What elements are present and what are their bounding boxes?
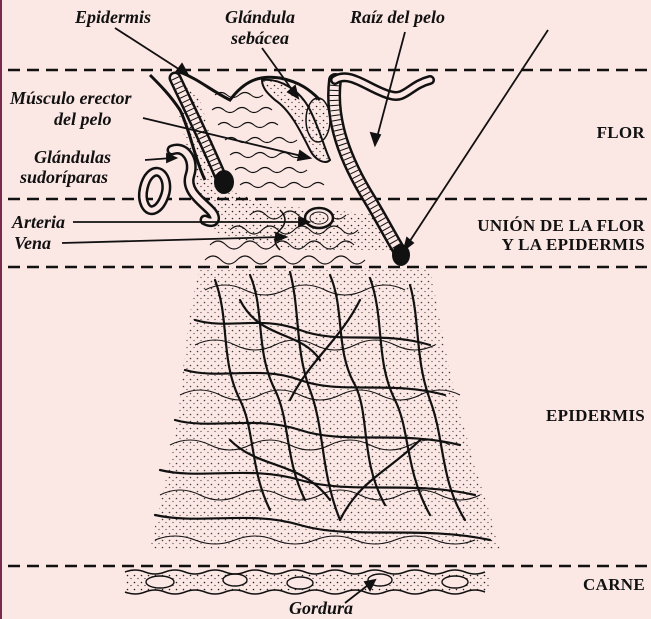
label-gordura: Gordura xyxy=(289,598,353,618)
label-sudor-line1: Glándulas xyxy=(34,147,111,167)
label-epidermis-top: Epidermis xyxy=(74,7,151,27)
layer-label-union-line2: Y LA EPIDERMIS xyxy=(502,235,645,254)
label-raiz: Raíz del pelo xyxy=(349,7,445,27)
reticular-fiber-network xyxy=(150,268,500,550)
label-sudor-line2: sudoríparas xyxy=(19,167,108,187)
layer-label-flor: FLOR xyxy=(597,123,646,142)
label-arteria: Arteria xyxy=(11,212,65,232)
label-musculo-line2: del pelo xyxy=(54,109,111,129)
layer-label-epidermis: EPIDERMIS xyxy=(546,406,645,425)
layer-label-carne: CARNE xyxy=(583,575,645,594)
layer-label-union-line1: UNIÓN DE LA FLOR xyxy=(477,216,645,235)
label-glandula-line1: Glándula xyxy=(225,7,295,27)
hair-bulb-left xyxy=(214,170,234,194)
label-glandula-line2: sebácea xyxy=(230,28,289,48)
reticular-fill xyxy=(150,268,500,550)
label-vena: Vena xyxy=(14,233,51,253)
fat-layer xyxy=(125,570,490,594)
label-musculo-line1: Músculo erector xyxy=(9,88,132,108)
